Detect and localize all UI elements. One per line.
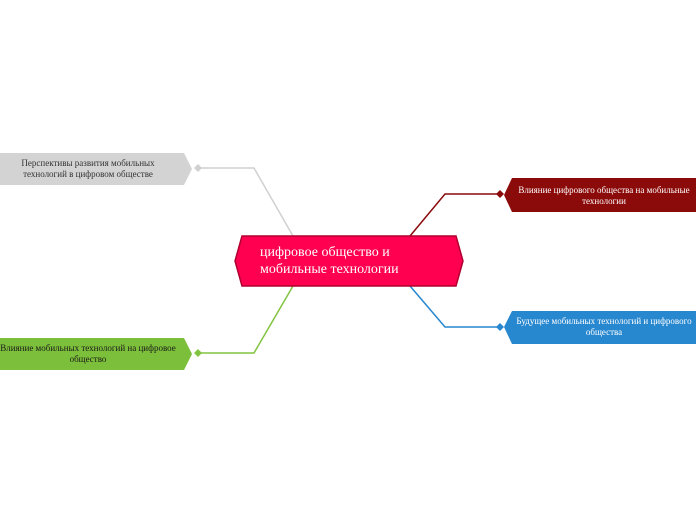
node-impact-mobile[interactable] xyxy=(0,338,192,370)
connector-impact-mobile xyxy=(198,285,294,354)
connector-perspectives xyxy=(198,167,294,237)
connector-future xyxy=(409,285,500,328)
node-perspectives[interactable] xyxy=(0,153,192,185)
connector-dot-future xyxy=(496,323,504,331)
node-future[interactable] xyxy=(504,311,696,344)
connector-dot-impact-digital xyxy=(496,190,504,198)
node-impact-digital[interactable] xyxy=(504,178,696,212)
node-impact-digital-label: Влияние цифрового общества на мобильные … xyxy=(518,184,690,206)
connector-dot-perspectives xyxy=(194,164,202,172)
central-node-label: цифровое общество и мобильные технологии xyxy=(260,244,399,278)
node-impact-mobile-label: Влияние мобильных технологий на цифровое… xyxy=(0,342,176,364)
node-perspectives-label: Перспективы развития мобильных технологи… xyxy=(21,157,155,179)
connector-impact-digital xyxy=(409,193,500,237)
node-future-label: Будущее мобильных технологий и цифрового… xyxy=(516,315,692,337)
central-node[interactable] xyxy=(234,235,464,287)
connector-dot-impact-mobile xyxy=(194,349,202,357)
